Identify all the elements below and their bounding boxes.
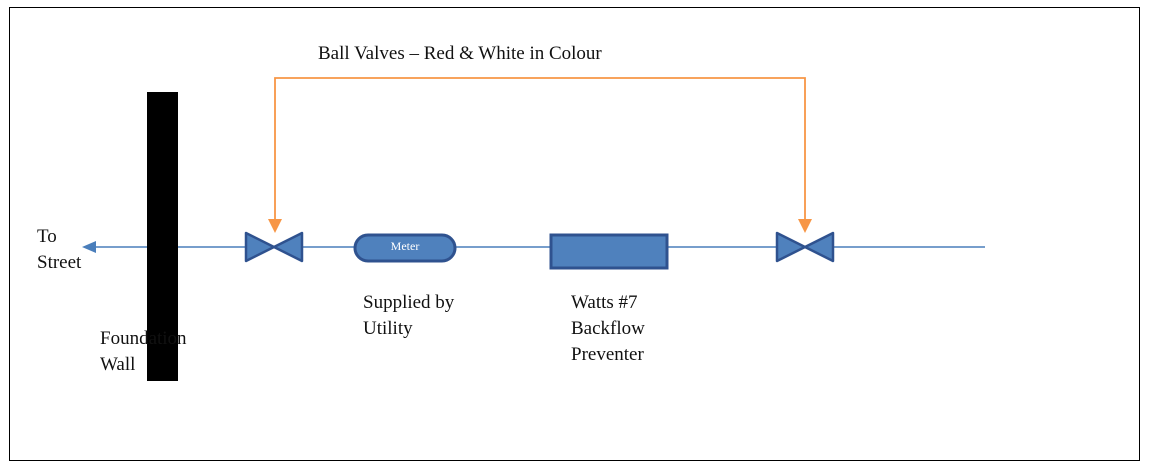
supplied-by-line-1: Supplied by	[363, 292, 455, 313]
backflow-preventer	[549, 233, 669, 270]
ball-valve-icon-1	[244, 231, 304, 263]
foundation-wall-line-1: Foundation	[100, 328, 187, 349]
meter	[353, 233, 457, 263]
backflow-label: Watts #7 Backflow Preventer	[571, 290, 645, 368]
callout-connector	[274, 77, 806, 224]
callout-arrow-icon-1	[268, 219, 282, 233]
to-street-line-2: Street	[37, 252, 82, 273]
diagram-title: Ball Valves – Red & White in Colour	[318, 43, 602, 64]
backflow-line-2: Backflow	[571, 318, 645, 339]
ball-valve-icon-2	[775, 231, 835, 263]
backflow-line-1: Watts #7	[571, 292, 638, 313]
foundation-wall-label: Foundation Wall	[100, 326, 187, 378]
to-street-label: To Street	[37, 224, 81, 276]
meter-label: Meter	[390, 239, 420, 253]
callout-arrow-icon-2	[798, 219, 812, 233]
diagram-frame	[9, 7, 1140, 461]
backflow-line-3: Preventer	[571, 344, 644, 365]
supplied-by-line-2: Utility	[363, 318, 413, 339]
flow-arrow-icon	[82, 241, 96, 253]
foundation-wall-line-2: Wall	[100, 354, 136, 375]
to-street-line-1: To	[37, 226, 57, 247]
foundation-wall	[147, 92, 178, 381]
supplied-by-label: Supplied by Utility	[363, 290, 454, 342]
